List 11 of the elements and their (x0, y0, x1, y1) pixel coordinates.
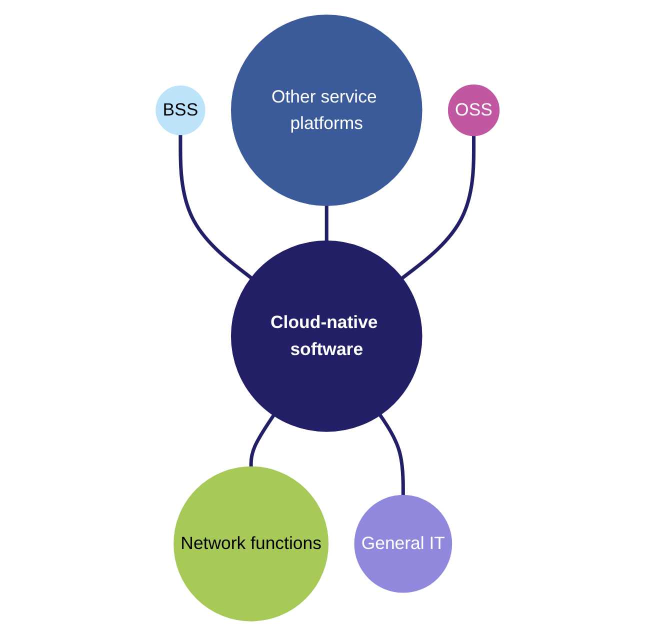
connector-line (325, 205, 329, 240)
circle-node: OSS (448, 84, 500, 136)
circle-node: Cloud-native software (231, 240, 423, 432)
connector-line (179, 134, 253, 279)
connector-line (250, 414, 276, 466)
connector-line (401, 135, 476, 280)
circle-node: Other service platforms (231, 14, 423, 206)
circle-node: BSS (156, 85, 206, 135)
circle-node: General IT (354, 494, 452, 592)
circle-node: Network functions (174, 466, 329, 621)
connector-line (378, 414, 406, 495)
